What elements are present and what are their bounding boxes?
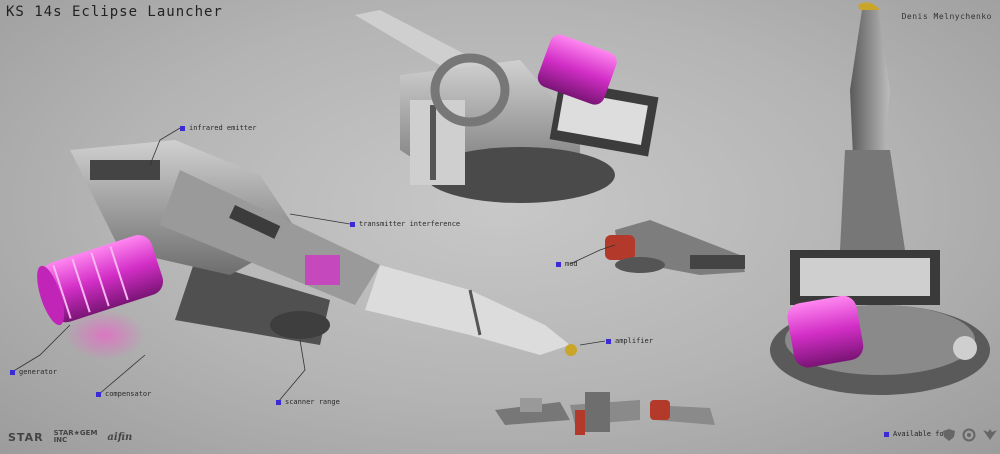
- main-launcher-render: [37, 140, 577, 360]
- label-text: amplifier: [615, 337, 653, 345]
- bullet-icon: [10, 369, 15, 375]
- mod-render: [605, 220, 745, 275]
- platform-badges: [942, 428, 998, 442]
- label-infrared-emitter: infrared emitter: [180, 124, 256, 132]
- aifin-logo: aifin: [107, 431, 133, 443]
- shield-badge-icon: [943, 429, 955, 441]
- author-name: Denis Melnychenko: [901, 12, 992, 21]
- bullet-icon: [180, 125, 185, 131]
- available-for-text: Available for: [893, 430, 948, 438]
- bullet-icon: [556, 261, 561, 267]
- label-mod: mod: [556, 260, 578, 268]
- label-generator: generator: [10, 368, 57, 376]
- label-text: generator: [19, 368, 57, 376]
- leader-lines: [11, 127, 616, 403]
- label-compensator: compensator: [96, 390, 151, 398]
- label-transmitter-interference: transmitter interference: [350, 220, 460, 228]
- bullet-icon: [606, 338, 611, 344]
- available-for: Available for: [884, 430, 948, 438]
- label-text: infrared emitter: [189, 124, 257, 132]
- label-amplifier: amplifier: [606, 337, 653, 345]
- stargem-logo: STAR★GEM INC: [53, 429, 98, 444]
- label-text: transmitter interference: [359, 220, 461, 228]
- label-text: compensator: [105, 390, 152, 398]
- circle-badge-icon: [962, 428, 976, 442]
- page-title: KS 14s Eclipse Launcher: [6, 4, 223, 20]
- star-logo: STAR: [8, 430, 44, 444]
- label-text: scanner range: [285, 398, 340, 406]
- bullet-icon: [884, 431, 889, 437]
- publisher-logos: STAR STAR★GEM INC aifin: [8, 430, 132, 444]
- bullet-icon: [96, 391, 101, 397]
- bullet-icon: [350, 221, 355, 227]
- turret-render: [355, 10, 659, 203]
- thumbnail-renders: [495, 392, 715, 435]
- vertical-render: [770, 2, 990, 395]
- wing-badge-icon: [983, 429, 997, 440]
- label-text: mod: [565, 260, 578, 268]
- bullet-icon: [276, 399, 281, 405]
- label-scanner-range: scanner range: [276, 398, 340, 406]
